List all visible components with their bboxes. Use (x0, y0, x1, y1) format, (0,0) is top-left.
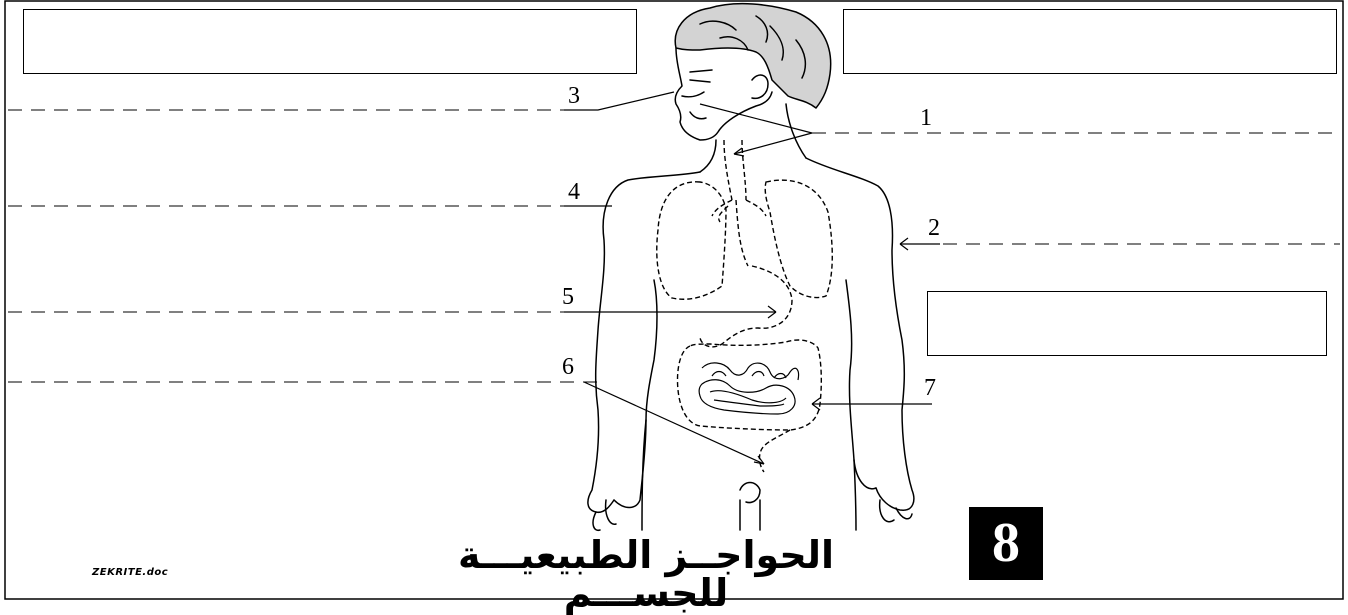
pointer-3 (564, 92, 674, 110)
label-6: 6 (562, 355, 574, 379)
organs (657, 140, 833, 472)
trachea (724, 140, 746, 200)
label-4: 4 (568, 180, 580, 204)
leg-outline (642, 420, 856, 530)
footer-filename: ZEKRITE.doc (92, 567, 168, 578)
left-lung (657, 182, 726, 299)
page-title: الحواجــز الطبيعيـــة للجســـم (372, 536, 920, 612)
answer-box-top-left (23, 9, 637, 74)
ear (752, 75, 768, 98)
label-2: 2 (928, 216, 940, 240)
sheet-number-badge: 8 (969, 507, 1043, 580)
stomach (700, 266, 792, 347)
answer-box-top-right (843, 9, 1337, 74)
body-outline (588, 4, 914, 531)
pointer-1 (700, 104, 812, 154)
label-5: 5 (562, 285, 574, 309)
large-intestine (678, 340, 822, 430)
right-lung (765, 180, 832, 297)
label-3: 3 (568, 84, 580, 108)
rectum (760, 430, 791, 472)
neck (700, 104, 806, 172)
pointer-lines (564, 92, 940, 464)
esophagus (736, 200, 748, 266)
label-1: 1 (920, 106, 932, 130)
face (675, 48, 772, 140)
small-intestine (699, 363, 798, 414)
bronchi (712, 200, 766, 222)
answer-box-middle-right (927, 291, 1327, 356)
hair (675, 4, 830, 108)
label-7: 7 (924, 376, 936, 400)
